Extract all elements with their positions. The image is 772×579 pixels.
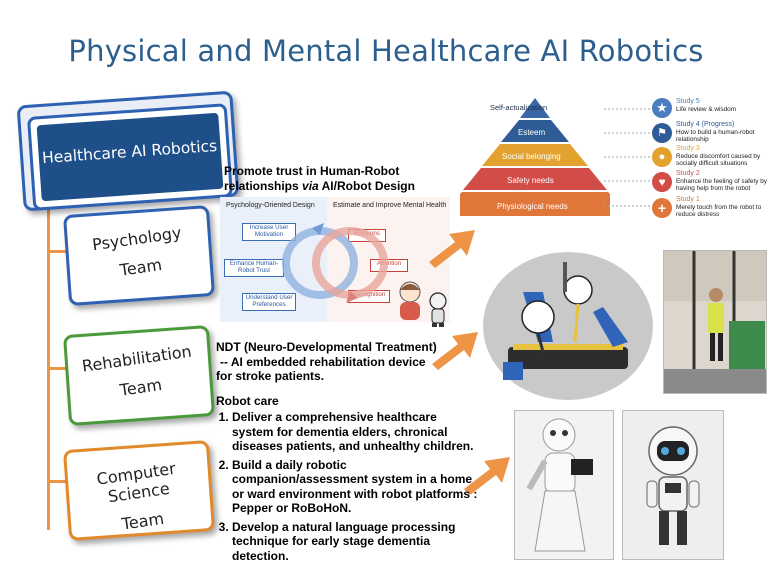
robohon-robot-photo [622,410,724,560]
diagram-left-title: Psychology-Oriented Design [226,202,315,209]
diagram-cycle-arrows [282,223,388,303]
robotcare-heading: Robot care [216,394,279,408]
study4-text: Study 4 (Progress) How to build a human-… [676,121,755,143]
study5-star-icon: ★ [652,98,672,118]
root-box: Healthcare AI Robotics [26,103,234,211]
connector-branch-2 [47,367,71,370]
psychology-heading: Promote trust in Human-Robot relationshi… [224,164,424,193]
study1-plus-icon: + [652,198,672,218]
diagram-box-preferences: Understand User Preferences [242,293,296,311]
robotcare-item-2: Build a daily robotic companion/assessme… [232,458,478,516]
pyramid-level-safety: Safety needs [507,176,554,185]
page-title: Physical and Mental Healthcare AI Roboti… [68,34,704,68]
rehab-device-drawing [503,262,628,380]
robohon-small-icon [429,292,447,327]
robotcare-item-1: Deliver a comprehensive healthcare syste… [232,410,478,454]
cs-team-box: Computer Science Team [63,440,215,541]
rehab-photo-drawing [664,251,766,393]
pyramid-level-social: Social belonging [502,152,561,161]
psychology-heading-line2: relationships via AI/Robot Design [224,178,415,193]
pyramid-level-esteem: Esteem [518,128,546,137]
pyramid-leader-lines [604,108,650,207]
rehab-description: NDT (Neuro-Developmental Treatment) -- A… [216,340,456,384]
study4-flag-icon: ⚑ [652,123,672,143]
study2-heart-icon: ♥ [652,172,672,192]
rehab-line3: for stroke patients. [216,369,325,383]
pepper-robot-photo [514,410,614,560]
connector-branch-1 [47,250,71,253]
rehab-device-illustration [483,252,653,400]
robotcare-item-3: Develop a natural language processing te… [232,520,478,564]
cs-team-line1: Computer Science [95,458,177,507]
diagram-right-title: Estimate and Improve Mental Health [333,202,447,209]
robohon-robot-drawing [646,426,700,545]
team-connector-line [47,190,50,530]
arrow-to-robots [464,457,510,495]
study1-text: Study 1 Merely touch from the robot to r… [676,196,762,218]
arrow-to-rehab-device [432,332,478,370]
rehab-photo [663,250,767,394]
psychology-heading-line1: Promote trust in Human-Robot [224,164,400,178]
robotcare-list: Deliver a comprehensive healthcare syste… [216,410,478,563]
arrow-to-pyramid [429,230,475,268]
pyramid-level-physiological: Physiological needs [497,202,568,211]
diagram-box-motivation: Increase User Motivation [242,223,296,241]
rehab-team-box: Rehabilitation Team [63,325,215,426]
psychology-team-box: Psychology Team [63,205,215,306]
study5-text: Study 5 Life review & wisdom [676,98,737,113]
connector-branch-3 [47,480,71,483]
psychology-diagram: Psychology-Oriented Design Estimate and … [220,197,450,322]
rehab-line2: -- AI embedded rehabilitation device [220,354,426,369]
pyramid-level-self-actualization: Self-actualization [490,103,548,112]
pepper-robot-drawing [526,418,593,552]
study3-text: Study 3 Reduce discomfort caused by soci… [676,145,761,167]
study2-text: Study 2 Enhance the feeling of safety by… [676,170,767,192]
study3-person-icon: ● [652,147,672,167]
rehab-line1: NDT (Neuro-Developmental Treatment) [216,340,437,354]
maslow-pyramid [460,98,610,216]
